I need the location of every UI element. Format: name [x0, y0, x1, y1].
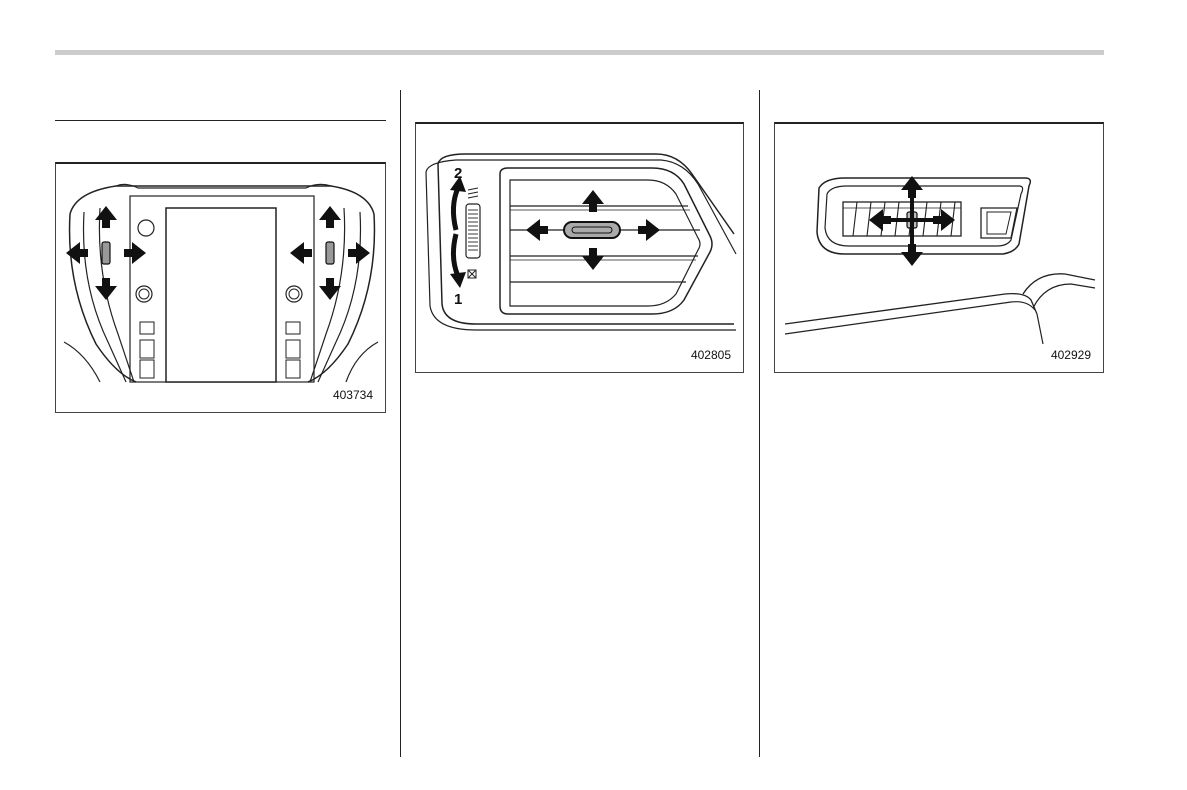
center-vents-illustration: [56, 164, 387, 415]
figure-id: 402929: [1051, 348, 1091, 362]
side-vent-illustration: 2 1: [416, 124, 745, 375]
column-divider-2: [759, 90, 760, 757]
header-rule: [55, 50, 1104, 55]
figure-id: 402805: [691, 348, 731, 362]
rear-vent-illustration: [775, 124, 1105, 375]
callout-1: 1: [454, 291, 462, 308]
figure-rear-vent: 402929: [774, 122, 1104, 373]
figure-id: 403734: [333, 388, 373, 402]
column-divider-1: [400, 90, 401, 757]
callout-2: 2: [454, 165, 462, 182]
figure-center-vents: 403734: [55, 162, 386, 413]
figure-side-vent: 2 1 402805: [415, 122, 744, 373]
section-rule: [55, 120, 386, 121]
